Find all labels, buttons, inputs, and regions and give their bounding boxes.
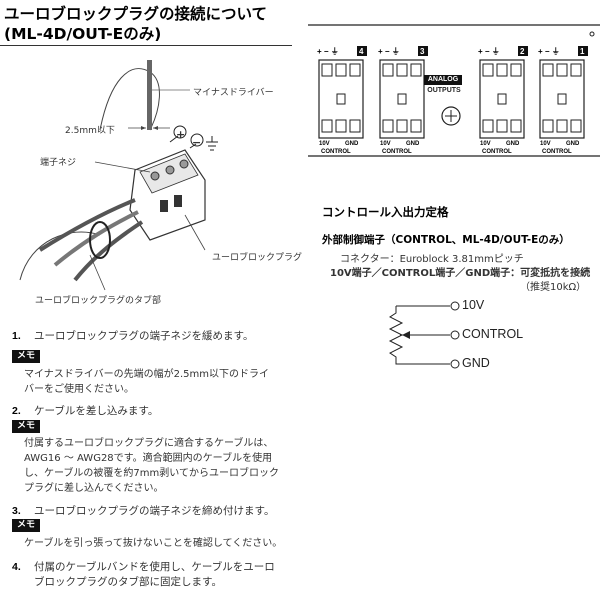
terminal-bottom	[349, 119, 361, 133]
terminal-bottom	[496, 119, 508, 133]
title-rule	[0, 45, 292, 46]
tab-label: ユーロブロックプラグのタブ部	[35, 296, 162, 306]
analog-badge: ANALOG	[424, 75, 462, 85]
step-3: 3.ユーロブロックプラグの端子ネジを締め付けます。	[12, 505, 275, 517]
port-block	[539, 59, 585, 139]
port-control-label: CONTROL	[382, 149, 412, 155]
terminal-top	[349, 63, 361, 77]
port-control-label: CONTROL	[542, 149, 572, 155]
memo-badge-3: メモ	[12, 519, 40, 532]
port-polarity-label: + − ⏚	[478, 47, 500, 56]
port-polarity-label: + − ⏚	[378, 47, 400, 56]
terminal-top	[496, 63, 508, 77]
port-block	[318, 59, 364, 139]
screwdriver-label: マイナスドライバー	[193, 88, 274, 98]
rear-panel: + − ⏚ 4 10V GND CONTROL + − ⏚ 3 10V GND CONTROL + …	[308, 24, 600, 157]
cable-band	[89, 221, 111, 259]
terminal-bottom	[321, 119, 333, 133]
port-10v-label: 10V	[380, 141, 391, 147]
terminal-bottom	[556, 119, 568, 133]
page-title: ユーロブロックプラグの接続について	[4, 5, 268, 23]
port-number-badge	[578, 46, 588, 56]
pin-control: CONTROL	[462, 327, 524, 341]
terminal-top	[410, 63, 422, 77]
memo-badge-1: メモ	[12, 350, 40, 363]
port-gnd-label: GND	[345, 141, 359, 147]
terminal-bottom	[542, 119, 554, 133]
port-number-badge	[518, 46, 528, 56]
terminal-top	[335, 63, 347, 77]
terminal-bottom	[382, 119, 394, 133]
port-number: 1	[580, 47, 585, 56]
memo-2: 付属するユーロブロックプラグに適合するケーブルは、AWG16 ～ AWG28です…	[24, 438, 279, 494]
step-1: 1.ユーロブロックプラグの端子ネジを緩めます。	[12, 330, 254, 342]
port-control-label: CONTROL	[321, 149, 351, 155]
memo-3: ケーブルを引っ張って抜けないことを確認してください。	[24, 538, 283, 549]
memo-badge-2: メモ	[12, 420, 40, 433]
port-control-label: CONTROL	[482, 149, 512, 155]
port-latch	[336, 93, 346, 105]
terminal-top	[321, 63, 333, 77]
port-number-badge	[418, 46, 428, 56]
port-latch	[497, 93, 507, 105]
step-2: 2.ケーブルを差し込みます。	[12, 405, 159, 417]
terminal-bottom	[396, 119, 408, 133]
spec-heading: コントロール入出力定格	[322, 205, 449, 219]
port-gnd-label: GND	[406, 141, 420, 147]
terminal-bottom	[335, 119, 347, 133]
terminal-bottom	[570, 119, 582, 133]
memo-1: マイナスドライバーの先端の幅が2.5mm以下のドライバーをご使用ください。	[24, 369, 269, 395]
port-number: 3	[420, 47, 425, 56]
plus-symbol: +	[176, 128, 186, 141]
port-number: 2	[520, 47, 525, 56]
terminal-top	[556, 63, 568, 77]
terminal-top	[382, 63, 394, 77]
spec-connector: コネクター：Euroblock 3.81mmピッチ	[340, 254, 524, 265]
plug-label: ユーロブロックプラグ	[212, 253, 303, 263]
port-number: 4	[359, 47, 364, 56]
port-number-badge	[357, 46, 367, 56]
terminal-top	[570, 63, 582, 77]
screw-label: 端子ネジ	[40, 158, 77, 168]
spec-recommended: （推奨10kΩ）	[520, 282, 587, 293]
plug-illustration	[19, 60, 218, 291]
port-latch	[557, 93, 567, 105]
terminal-top	[396, 63, 408, 77]
terminal-top	[510, 63, 522, 77]
minus-symbol: −	[192, 136, 202, 149]
terminal-bottom	[510, 119, 522, 133]
terminal-top	[542, 63, 554, 77]
pin-gnd: GND	[462, 356, 490, 370]
terminal-top	[482, 63, 494, 77]
port-latch	[397, 93, 407, 105]
outputs-label: OUTPUTS	[427, 87, 461, 94]
step-4: 4.付属のケーブルバンドを使用し、ケーブルをユーロ ブロックプラグのタブ部に固定…	[12, 561, 275, 588]
page-subtitle: (ML-4D/OUT-Eのみ)	[4, 25, 162, 43]
screwdriver-shaft	[147, 60, 152, 130]
port-polarity-label: + − ⏚	[538, 47, 560, 56]
spec-terminals: 10V端子／CONTROL端子／GND端子：可変抵抗を接続	[330, 268, 591, 279]
spec-subheading: 外部制御端子（CONTROL、ML-4D/OUT-Eのみ）	[322, 234, 570, 246]
port-polarity-label: + − ⏚	[317, 47, 339, 56]
width-label: 2.5mm以下	[65, 126, 115, 136]
port-gnd-label: GND	[506, 141, 520, 147]
terminal-bottom	[482, 119, 494, 133]
port-block	[379, 59, 425, 139]
panel-screw	[441, 106, 461, 126]
pin-10v: 10V	[462, 298, 485, 312]
potentiometer-schematic	[388, 301, 460, 369]
port-block	[479, 59, 525, 139]
port-10v-label: 10V	[319, 141, 330, 147]
terminal-bottom	[410, 119, 422, 133]
port-gnd-label: GND	[566, 141, 580, 147]
port-10v-label: 10V	[540, 141, 551, 147]
port-10v-label: 10V	[480, 141, 491, 147]
